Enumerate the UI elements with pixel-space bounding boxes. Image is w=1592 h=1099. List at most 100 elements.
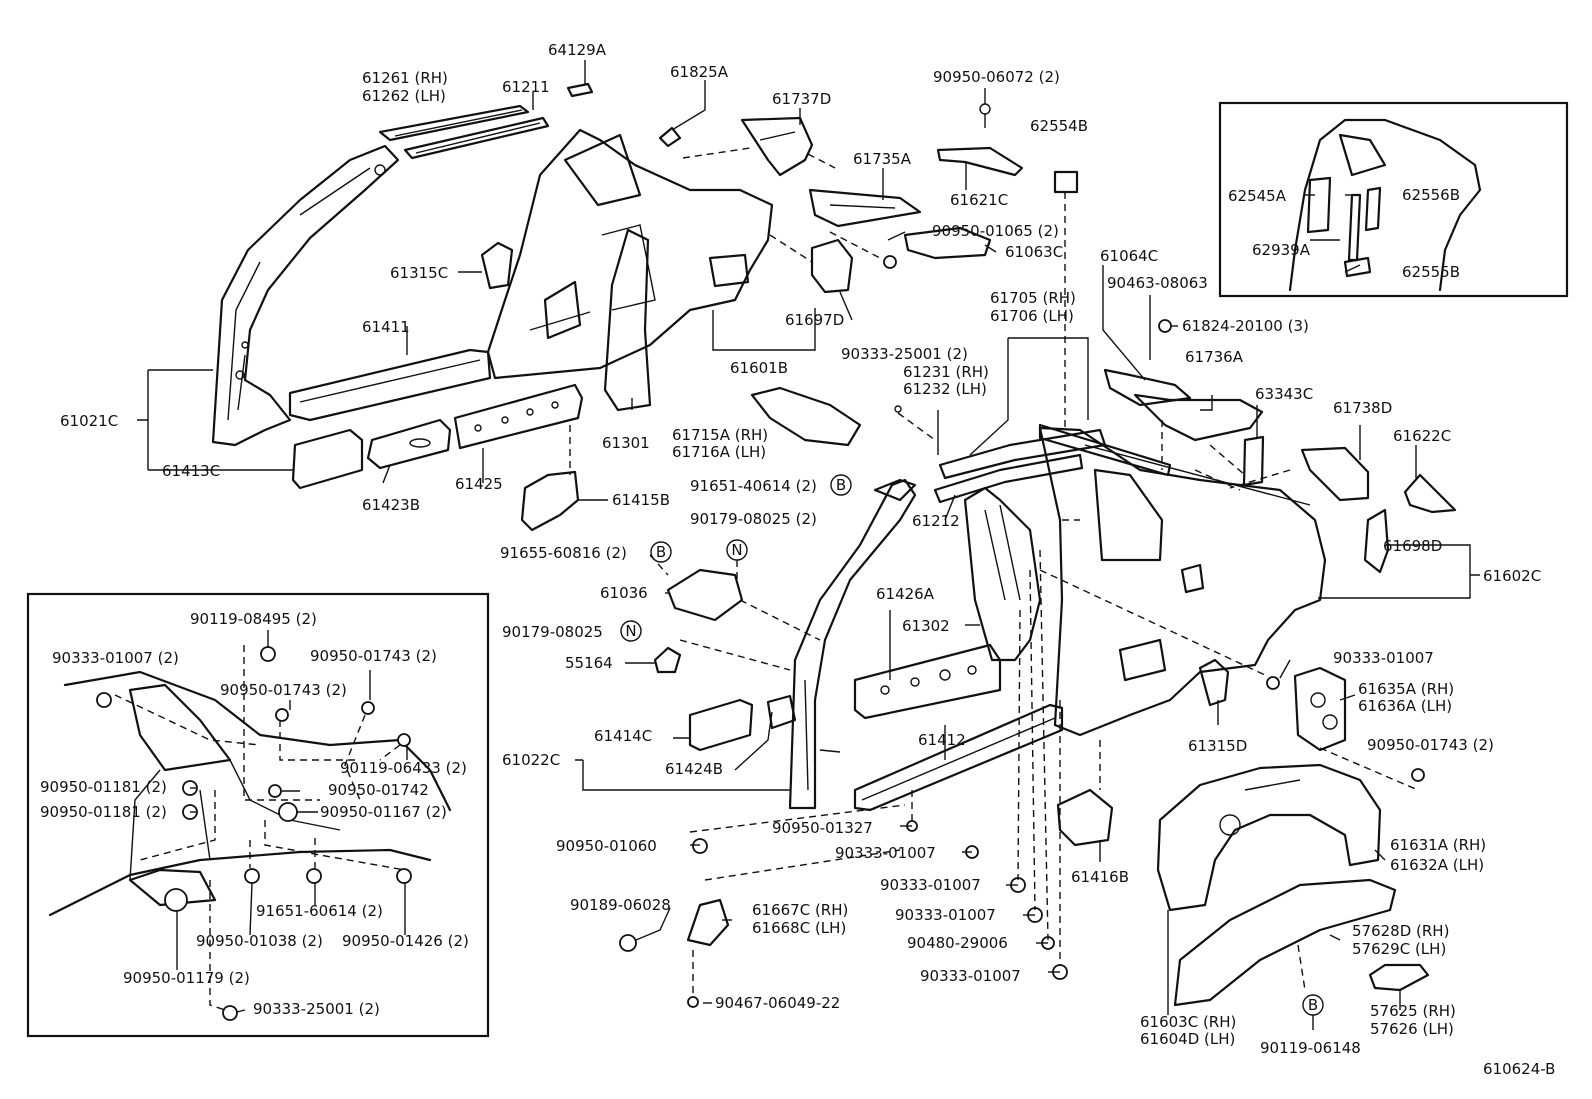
quarter-panel-lower-part <box>1038 426 1327 737</box>
part-label: 90950-01743 (2) <box>220 681 347 699</box>
wheel-housing-part <box>1156 763 1382 912</box>
plug-part-61825a <box>658 126 682 148</box>
inset-box-rear-pillar-detail <box>1218 101 1569 298</box>
part-label: 61411 <box>362 318 410 336</box>
part-label: 61601B <box>730 359 788 377</box>
part-label: 61603C (RH) <box>1140 1013 1236 1031</box>
part-label: 57625 (RH) <box>1370 1002 1456 1020</box>
leader-lines <box>114 60 1480 1030</box>
bolt-icon <box>1158 319 1172 333</box>
part-label: 61063C <box>1005 243 1063 261</box>
part-label: 61426A <box>876 585 935 603</box>
roof-side-rail-part <box>378 104 550 160</box>
rocker-outer-panel-part <box>288 348 492 422</box>
part-label: 90333-01007 <box>1333 649 1434 667</box>
part-label: 61602C <box>1483 567 1541 585</box>
rocker-inner-center-part <box>453 383 584 450</box>
part-label: 61631A (RH) <box>1390 836 1486 854</box>
part-label: 90467-06049-22 <box>715 994 840 1012</box>
inset-box-fastener-detail <box>26 592 490 1038</box>
part-label: 91651-40614 (2) <box>690 477 817 495</box>
part-label: 61622C <box>1393 427 1451 445</box>
diagram-code-label: 610624-B <box>1483 1060 1555 1078</box>
rocker-inner-front-part <box>291 428 364 490</box>
rear-pillar-inner-part <box>603 228 652 412</box>
marker-letter-n2: N <box>625 622 636 640</box>
part-label: 61706 (LH) <box>990 307 1074 325</box>
part-label: 90119-06433 (2) <box>340 759 467 777</box>
part-label: 61415B <box>612 491 670 509</box>
extension-part-61622c <box>1403 473 1457 514</box>
part-label: 61635A (RH) <box>1358 680 1454 698</box>
part-label: 90333-01007 <box>880 876 981 894</box>
part-label: 90950-01065 (2) <box>932 222 1059 240</box>
bracket-part-61414c <box>688 698 754 752</box>
marker-letter-b3: B <box>1308 996 1318 1014</box>
plug-part-62554b <box>1053 170 1079 194</box>
part-label: 61632A (LH) <box>1390 856 1484 874</box>
bracket-part-55164 <box>653 646 682 674</box>
part-label: 61021C <box>60 412 118 430</box>
part-label: 61425 <box>455 475 503 493</box>
part-label: 90950-01181 (2) <box>40 778 167 796</box>
bracket-part-61315d <box>1198 658 1230 707</box>
front-pillar-outer-part <box>788 478 917 810</box>
part-label: 61231 (RH) <box>903 363 989 381</box>
part-label: 61736A <box>1185 348 1244 366</box>
marker-circle-n2 <box>620 620 642 642</box>
part-label: 61423B <box>362 496 420 514</box>
part-label: 61735A <box>853 150 912 168</box>
part-label: 61414C <box>594 727 652 745</box>
part-label: 61668C (LH) <box>752 919 846 937</box>
part-label: 61302 <box>902 617 950 635</box>
brace-part-61715a <box>750 386 862 447</box>
bracket-part-61424b <box>766 694 797 730</box>
extension-part-61738d <box>1300 446 1370 502</box>
part-label: 90480-29006 <box>907 934 1008 952</box>
part-label: 90950-01181 (2) <box>40 803 167 821</box>
marker-letter-n1: N <box>731 541 742 559</box>
part-label: 90950-01742 <box>328 781 429 799</box>
part-label: 90119-08495 (2) <box>190 610 317 628</box>
part-label: 63343C <box>1255 385 1313 403</box>
main-fasteners <box>619 405 1425 1008</box>
rocker-outer-lower-part <box>853 703 1064 812</box>
extension-part-57625 <box>1368 963 1430 992</box>
panel-part-61736a <box>1133 393 1264 442</box>
part-label: 90119-06148 <box>1260 1039 1361 1057</box>
part-label: 62545A <box>1228 187 1287 205</box>
marker-letter-b2: B <box>656 543 666 561</box>
part-label: 90333-01007 <box>920 967 1021 985</box>
part-label: 61604D (LH) <box>1140 1030 1235 1048</box>
rocker-rear-bracket-part <box>520 470 580 532</box>
part-label: 61262 (LH) <box>362 87 446 105</box>
part-label: 90179-08025 <box>502 623 603 641</box>
part-label: 61315D <box>1188 737 1247 755</box>
panel-part-57628d <box>1173 878 1397 1007</box>
bracket-part-61667c <box>686 898 730 947</box>
part-label: 61064C <box>1100 247 1158 265</box>
part-label: 62554B <box>1030 117 1088 135</box>
bracket-part-61063c <box>903 226 992 260</box>
marker-letter-b1: B <box>836 476 846 494</box>
part-label: 61825A <box>670 63 729 81</box>
part-label: 61413C <box>162 462 220 480</box>
bracket-part-61416b <box>1056 788 1114 847</box>
part-label: 90950-01167 (2) <box>320 803 447 821</box>
bracket-part-61697d <box>810 238 854 294</box>
rocker-holes <box>409 401 559 448</box>
part-label: 61738D <box>1333 399 1392 417</box>
part-label: 61716A (LH) <box>672 443 766 461</box>
extension-part-61698d <box>1363 508 1390 574</box>
brace-part-61064c <box>1103 368 1192 407</box>
part-label: 61697D <box>785 311 844 329</box>
part-number-labels: 64129A 61261 (RH) 61262 (LH) 61211 61825… <box>40 41 1555 1078</box>
part-label: 90950-01743 (2) <box>310 647 437 665</box>
part-label: 90333-01007 (2) <box>52 649 179 667</box>
front-pillar-inner-part <box>211 144 400 447</box>
part-label: 61824-20100 (3) <box>1182 317 1309 335</box>
part-label: 90950-01038 (2) <box>196 932 323 950</box>
part-label: 61416B <box>1071 868 1129 886</box>
